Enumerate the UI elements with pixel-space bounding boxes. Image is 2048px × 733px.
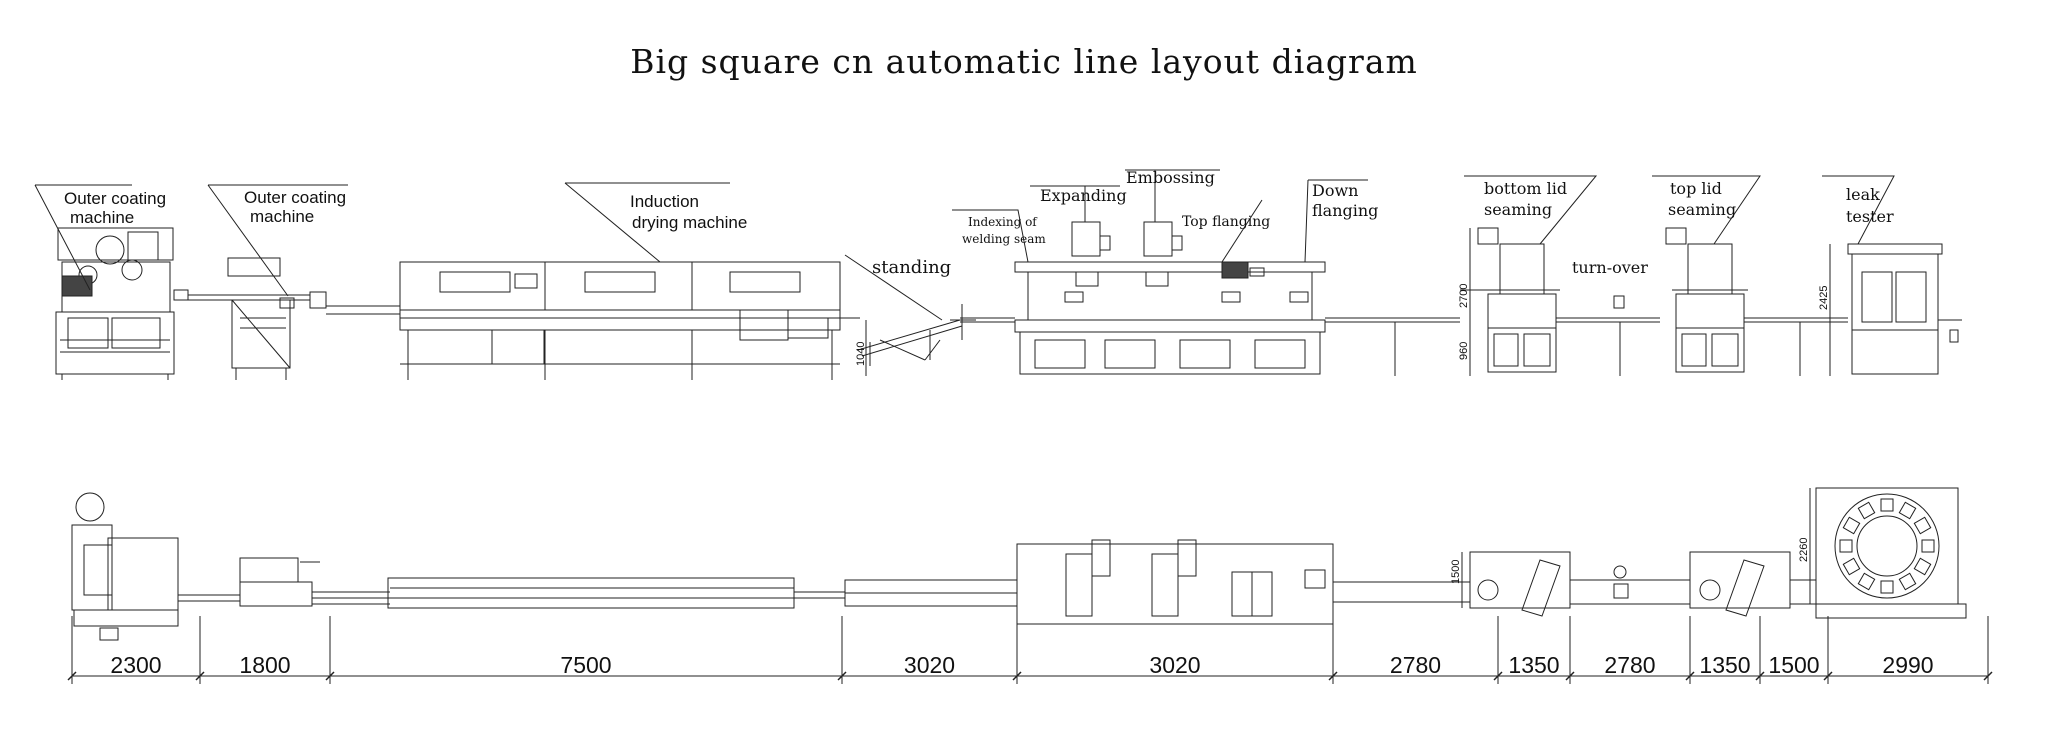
induction-label-line1: Induction: [630, 192, 699, 211]
carousel-pocket: [1922, 540, 1934, 552]
dimension-tick: [1566, 672, 1574, 680]
carousel-pocket: [1899, 573, 1915, 589]
leak-tester-plan: [1816, 488, 1966, 618]
dimension-value: 1800: [239, 652, 290, 678]
diagram-title: Big square cn automatic line layout diag…: [630, 42, 1418, 81]
down-flanging-label-line1: Down: [1312, 181, 1358, 200]
carousel-pocket: [1858, 502, 1874, 518]
carousel-pocket: [1881, 499, 1893, 511]
bottom-lid-seamer-elevation: [1460, 228, 1660, 376]
dimension-chain: 2300 1800 7500 3020 3020 2780 1350 2780 1350 1500…: [68, 616, 1992, 684]
top-lid-seamer-elevation: [1666, 228, 1848, 376]
top-lid-label-line2: seaming: [1668, 200, 1736, 219]
outer-coating-1-label-line1: Outer coating: [64, 189, 166, 208]
callout-labels: Outer coating machine Outer coating mach…: [64, 168, 1894, 278]
top-lid-label-line1: top lid: [1670, 179, 1722, 198]
bottom-lid-seamer-plan: [1470, 552, 1690, 616]
dimension-tick: [1824, 672, 1832, 680]
dimension-tick: [1984, 672, 1992, 680]
height-2700: 2700: [1458, 284, 1470, 308]
carousel-pocket: [1914, 517, 1930, 533]
dimension-value: 1350: [1699, 652, 1750, 678]
dimension-tick: [196, 672, 204, 680]
dimension-tick: [68, 672, 76, 680]
dimension-tick: [1329, 672, 1337, 680]
outer-coating-2-label-line1: Outer coating: [244, 188, 346, 207]
dimension-tick: [1494, 672, 1502, 680]
induction-drying-machine-elevation: [400, 262, 860, 380]
dimension-tick: [1013, 672, 1021, 680]
top-lid-seamer-plan: [1690, 552, 1816, 616]
top-flanging-label: Top flanging: [1182, 214, 1270, 230]
leak-tester-elevation: [1848, 244, 1962, 374]
dimension-value: 1500: [1768, 652, 1819, 678]
dimension-tick: [1756, 672, 1764, 680]
dimension-value: 1350: [1508, 652, 1559, 678]
dimension-tick: [838, 672, 846, 680]
body-forming-machine-plan: [1017, 540, 1470, 624]
standing-conveyor-elevation: [858, 304, 1015, 366]
dimension-value: 2780: [1390, 652, 1441, 678]
body-forming-machine-elevation: [1015, 222, 1460, 376]
turn-over-label: turn-over: [1572, 258, 1648, 277]
height-2260: 2260: [1798, 538, 1810, 562]
outer-coating-machine-2-plan: [240, 558, 390, 606]
dimension-value: 3020: [1149, 652, 1200, 678]
height-960: 960: [1458, 342, 1470, 360]
bottom-lid-label-line1: bottom lid: [1484, 179, 1567, 198]
outer-coating-1-label-line2: machine: [70, 208, 134, 227]
induction-drying-machine-plan: [388, 578, 845, 608]
height-dimension-lines: [866, 228, 1830, 608]
callout-leaders: [35, 170, 1894, 320]
carousel-pocket: [1843, 517, 1859, 533]
conveyor-to-dryer-elevation: [326, 306, 400, 314]
height-1500: 1500: [1450, 560, 1462, 584]
height-2425: 2425: [1818, 286, 1830, 310]
dimension-tick: [1686, 672, 1694, 680]
induction-label-line2: drying machine: [632, 213, 747, 232]
dimension-value: 2780: [1604, 652, 1655, 678]
carousel-pocket: [1843, 558, 1859, 574]
bottom-lid-label-line2: seaming: [1484, 200, 1552, 219]
indexing-label-line2: welding seam: [962, 232, 1046, 246]
outer-coating-machine-1-elevation: [56, 228, 188, 380]
carousel-pocket: [1914, 558, 1930, 574]
dimension-value: 2990: [1882, 652, 1933, 678]
dimension-tick: [326, 672, 334, 680]
expanding-label: Expanding: [1040, 186, 1127, 205]
outer-coating-machine-1-plan: [72, 493, 240, 640]
leak-tester-label-line1: leak: [1846, 185, 1880, 204]
outer-coating-2-label-line2: machine: [250, 207, 314, 226]
standing-conveyor-plan: [845, 580, 1017, 606]
carousel-pocket: [1858, 573, 1874, 589]
leak-tester-carousel: [1840, 499, 1934, 593]
indexing-label-line1: Indexing of: [968, 215, 1038, 229]
carousel-pocket: [1881, 581, 1893, 593]
leak-tester-label-line2: tester: [1846, 207, 1894, 226]
down-flanging-label-line2: flanging: [1312, 201, 1378, 220]
dimension-value: 3020: [904, 652, 955, 678]
carousel-pocket: [1840, 540, 1852, 552]
height-dimensions: 1040 2700 960 2425 1500 2260: [855, 284, 1830, 584]
standing-label: standing: [872, 257, 951, 278]
outer-coating-machine-2-elevation: [188, 258, 326, 380]
embossing-label: Embossing: [1126, 168, 1215, 187]
dimension-value: 2300: [110, 652, 161, 678]
dimension-value: 7500: [560, 652, 611, 678]
carousel-pocket: [1899, 502, 1915, 518]
height-1040: 1040: [855, 342, 867, 366]
